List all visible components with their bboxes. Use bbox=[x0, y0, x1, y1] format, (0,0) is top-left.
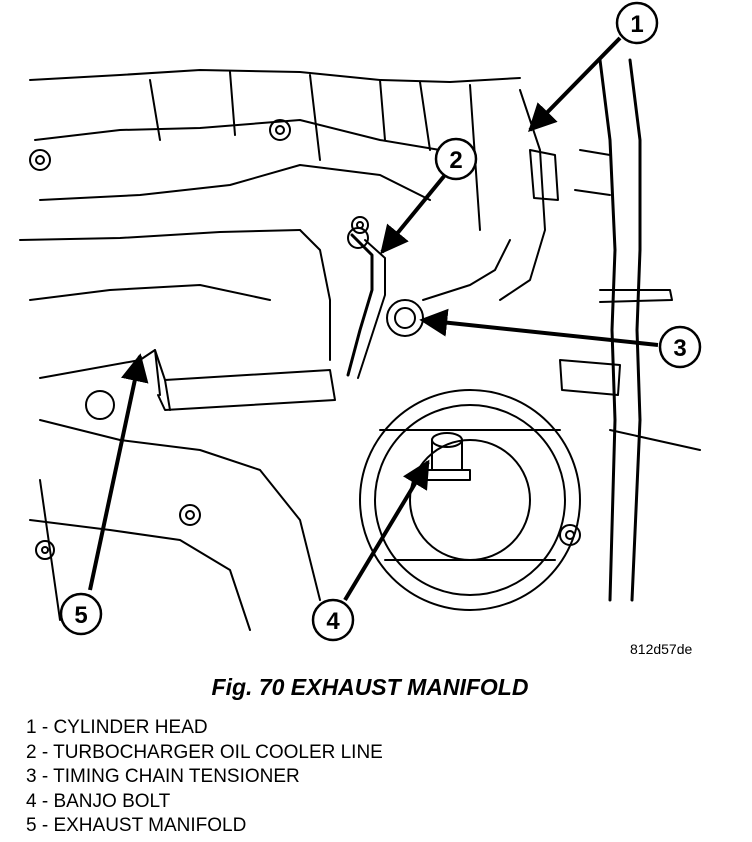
callout-number: 1 bbox=[630, 11, 643, 38]
callout-number: 2 bbox=[449, 147, 462, 174]
callout-legend: 1 - CYLINDER HEAD 2 - TURBOCHARGER OIL C… bbox=[26, 716, 383, 839]
callout-1: 1 bbox=[615, 1, 659, 45]
legend-item: 5 - EXHAUST MANIFOLD bbox=[26, 815, 247, 836]
legend-item: 3 - TIMING CHAIN TENSIONER bbox=[26, 766, 300, 787]
legend-item: 1 - CYLINDER HEAD bbox=[26, 717, 208, 738]
figure-caption: Fig. 70 EXHAUST MANIFOLD bbox=[211, 674, 529, 700]
engine-line-art bbox=[19, 58, 701, 631]
leader-arrow-1 bbox=[528, 36, 622, 133]
callout-3: 3 bbox=[658, 325, 702, 369]
leader-arrow-4 bbox=[343, 459, 430, 602]
leader-arrow-2 bbox=[380, 173, 447, 255]
legend-item: 4 - BANJO BOLT bbox=[26, 790, 171, 812]
callout-5: 5 bbox=[59, 592, 103, 636]
callout-number: 5 bbox=[74, 602, 87, 629]
leader-arrow-3 bbox=[419, 308, 659, 347]
exhaust-manifold-illustration: 1 2 3 4 5 bbox=[19, 1, 702, 642]
leader-arrows bbox=[88, 36, 659, 602]
callout-2: 2 bbox=[434, 137, 478, 181]
image-code: 812d57de bbox=[630, 641, 693, 657]
callout-number: 3 bbox=[673, 335, 686, 362]
callout-4: 4 bbox=[311, 598, 355, 642]
legend-item: 2 - TURBOCHARGER OIL COOLER LINE bbox=[26, 741, 383, 763]
leader-arrow-5 bbox=[88, 353, 149, 591]
callout-number: 4 bbox=[326, 608, 340, 635]
